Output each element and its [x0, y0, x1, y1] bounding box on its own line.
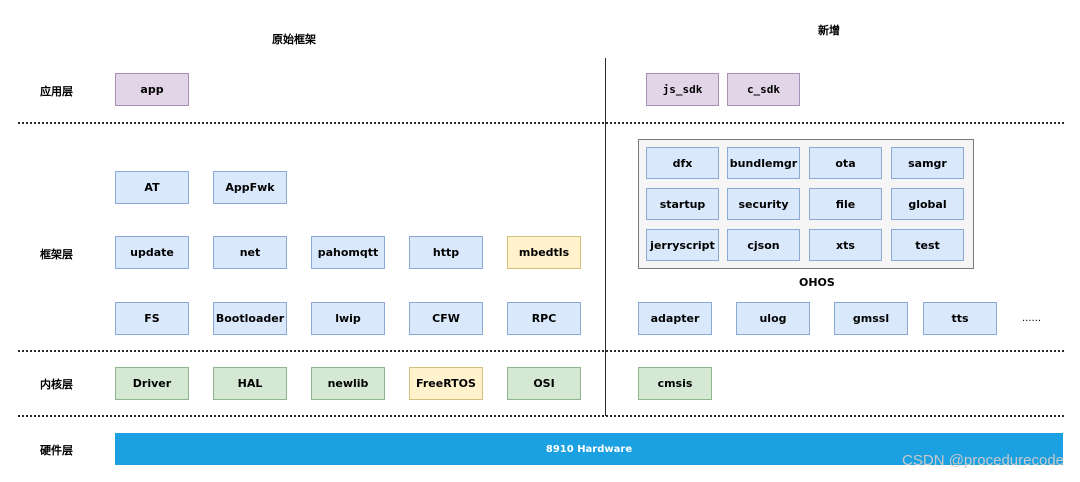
module-freertos: FreeRTOS	[409, 367, 483, 400]
module-appfwk: AppFwk	[213, 171, 287, 204]
divider-framework-kernel	[18, 350, 1064, 352]
layer-label-hardware: 硬件层	[40, 444, 73, 457]
module-cmsis: cmsis	[638, 367, 712, 400]
watermark: CSDN @procedurecode	[902, 452, 1064, 469]
divider-original-new	[605, 58, 606, 416]
module-osi: OSI	[507, 367, 581, 400]
module-startup: startup	[646, 188, 719, 220]
module-security: security	[727, 188, 800, 220]
layer-label-framework: 框架层	[40, 248, 73, 261]
module-newlib: newlib	[311, 367, 385, 400]
more-ellipsis: ......	[1022, 313, 1042, 324]
layer-label-app: 应用层	[40, 85, 73, 98]
module-bootloader: Bootloader	[213, 302, 287, 335]
module-fs: FS	[115, 302, 189, 335]
divider-kernel-hardware	[18, 415, 1064, 417]
module-c-sdk: c_sdk	[727, 73, 800, 106]
module-http: http	[409, 236, 483, 269]
module-at: AT	[115, 171, 189, 204]
module-tts: tts	[923, 302, 997, 335]
module-js-sdk: js_sdk	[646, 73, 719, 106]
module-ota: ota	[809, 147, 882, 179]
module-ulog: ulog	[736, 302, 810, 335]
module-app: app	[115, 73, 189, 106]
module-pahomqtt: pahomqtt	[311, 236, 385, 269]
module-test: test	[891, 229, 964, 261]
module-mbedtls: mbedtls	[507, 236, 581, 269]
module-lwip: lwip	[311, 302, 385, 335]
module-cjson: cjson	[727, 229, 800, 261]
module-update: update	[115, 236, 189, 269]
module-adapter: adapter	[638, 302, 712, 335]
module-gmssl: gmssl	[834, 302, 908, 335]
module-file: file	[809, 188, 882, 220]
hardware-bar: 8910 Hardware	[115, 433, 1063, 465]
module-jerryscript: jerryscript	[646, 229, 719, 261]
module-net: net	[213, 236, 287, 269]
module-xts: xts	[809, 229, 882, 261]
module-samgr: samgr	[891, 147, 964, 179]
module-hal: HAL	[213, 367, 287, 400]
module-global: global	[891, 188, 964, 220]
ohos-label: OHOS	[799, 276, 835, 289]
module-driver: Driver	[115, 367, 189, 400]
divider-app-framework	[18, 122, 1064, 124]
new-additions-header: 新增	[818, 24, 840, 37]
module-dfx: dfx	[646, 147, 719, 179]
original-framework-header: 原始框架	[272, 33, 316, 46]
module-bundlemgr: bundlemgr	[727, 147, 800, 179]
module-cfw: CFW	[409, 302, 483, 335]
layer-label-kernel: 内核层	[40, 378, 73, 391]
module-rpc: RPC	[507, 302, 581, 335]
